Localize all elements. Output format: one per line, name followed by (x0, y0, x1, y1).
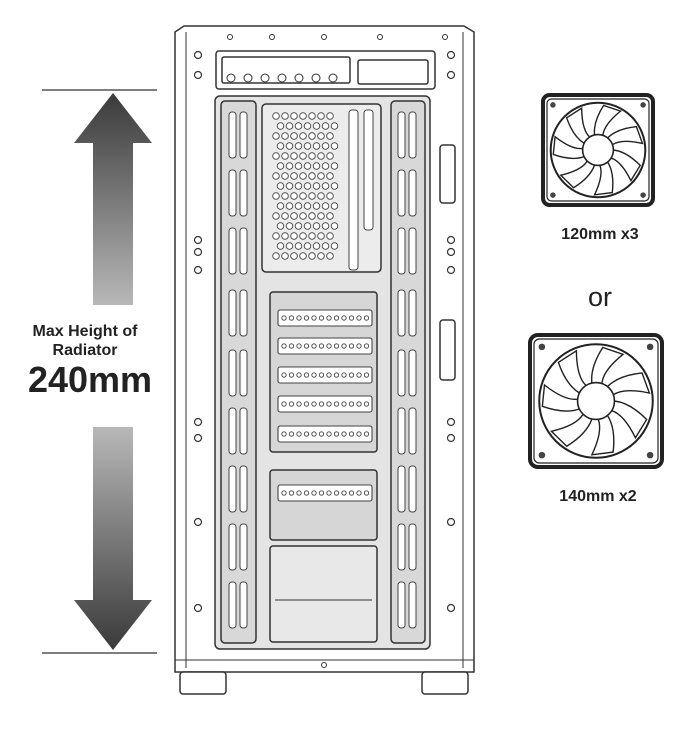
psu-area (269, 545, 378, 643)
expansion-slot (277, 395, 373, 413)
case-details (193, 34, 456, 668)
max-height-label-line2: Radiator (52, 342, 118, 359)
case-foot-left (179, 671, 227, 695)
fan-120mm-label: 120mm x3 (561, 226, 639, 243)
fan-140mm-label: 140mm x2 (559, 488, 637, 505)
expansion-slot (277, 425, 373, 443)
screw-holes (193, 34, 456, 668)
side-rail-slots (228, 111, 417, 629)
honeycomb-vent (272, 112, 339, 260)
hinge-lower (439, 319, 456, 381)
height-dimension (42, 89, 157, 654)
lower-slot-bay (269, 469, 378, 541)
fan-140mm-icon (528, 333, 664, 469)
hinge-upper (439, 144, 456, 204)
top-io-panel (215, 50, 436, 90)
max-height-label: Max Height of Radiator (10, 322, 160, 360)
max-height-label-line1: Max Height of (32, 323, 138, 340)
fan-120mm-icon (541, 93, 655, 207)
expansion-slot (277, 484, 373, 502)
case-foot-right (421, 671, 469, 695)
up-arrow (74, 93, 152, 305)
expansion-slot (277, 337, 373, 355)
max-height-value: 240mm (27, 359, 153, 400)
expansion-slot (277, 309, 373, 327)
down-arrow (74, 427, 152, 650)
or-separator: or (587, 282, 612, 312)
expansion-slot (277, 366, 373, 384)
